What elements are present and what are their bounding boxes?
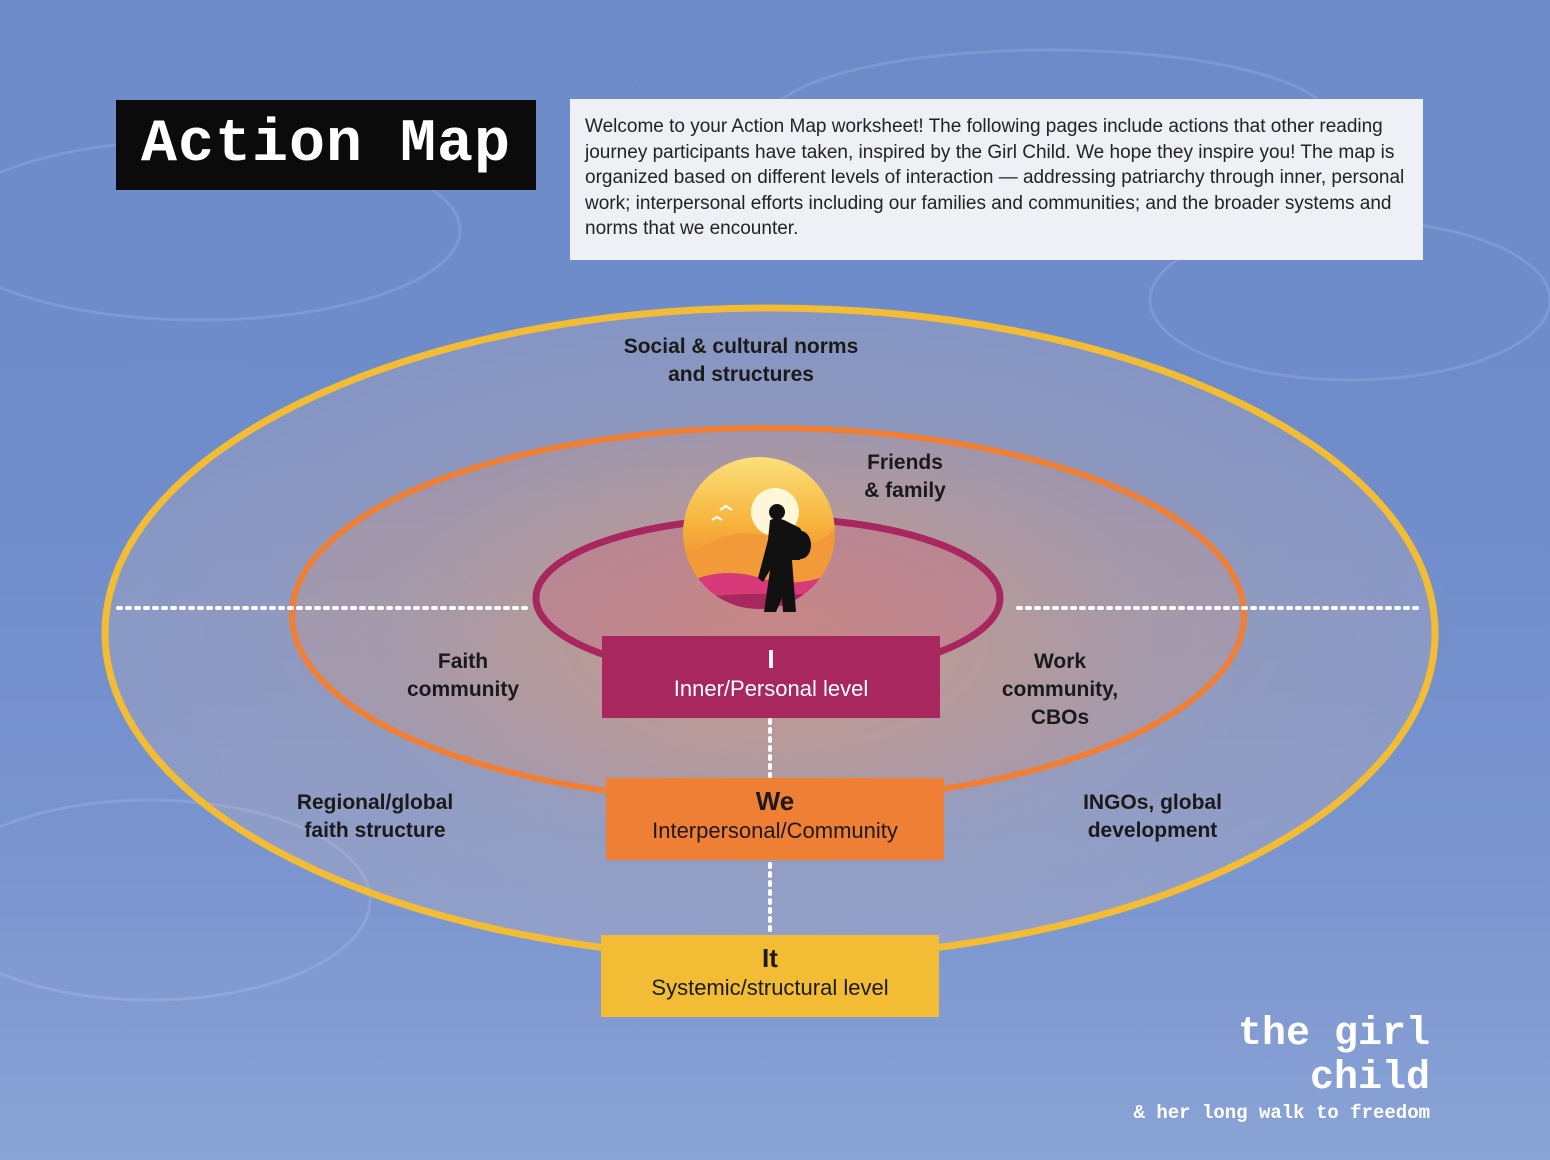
intro-text: Welcome to your Action Map worksheet! Th… [570,99,1423,260]
level-box-systemic: It Systemic/structural level [601,935,939,1017]
level-box-interpersonal: We Interpersonal/Community [606,778,944,860]
label-friends-family: Friends & family [864,451,946,502]
level-box-inner: I Inner/Personal level [602,636,940,718]
brand-name: the girl child [1237,1012,1430,1101]
level-label-systemic: Systemic/structural level [651,975,889,1000]
level-key-i: I [767,644,775,674]
dotted-guides [116,606,1424,934]
title-banner: Action Map [116,100,536,190]
level-key-we: We [755,786,795,816]
page-title: Action Map [140,111,512,179]
level-key-it: It [762,943,778,973]
label-regional-faith: Regional/global faith structure [296,791,454,842]
label-work-community: Work community, CBOs [1001,650,1119,729]
label-ingos: INGOs, global development [1083,791,1222,842]
level-label-inner: Inner/Personal level [673,676,869,701]
brand-logo: the girl child & her long walk to freedo… [1100,1013,1430,1125]
level-label-interpersonal: Interpersonal/Community [652,818,898,843]
label-social-norms: Social & cultural norms and structures [623,335,859,386]
brand-tagline: & her long walk to freedom [1133,1102,1430,1124]
label-faith-community: Faith community [406,650,519,701]
